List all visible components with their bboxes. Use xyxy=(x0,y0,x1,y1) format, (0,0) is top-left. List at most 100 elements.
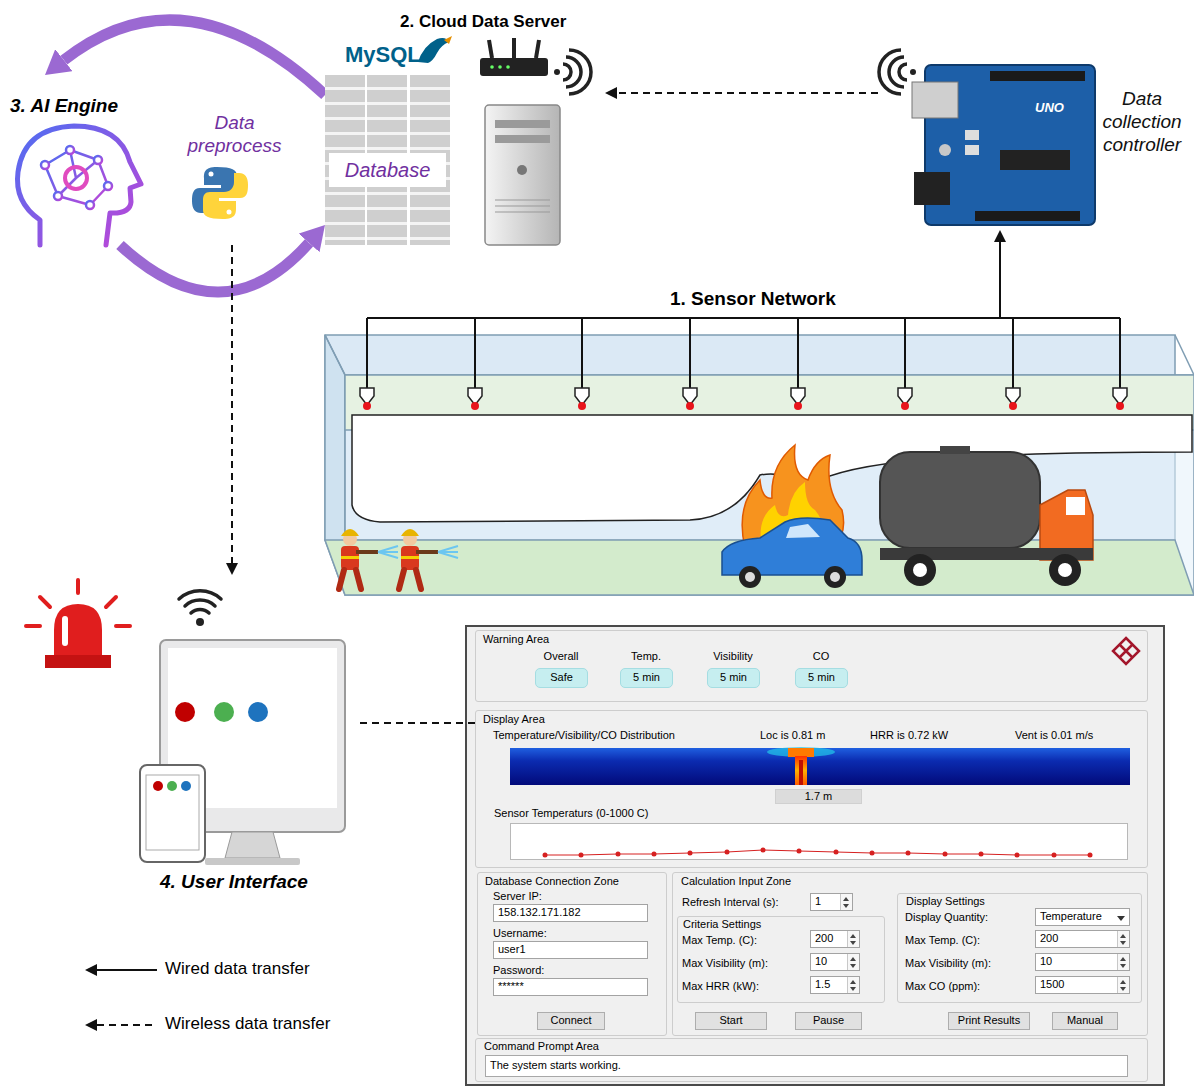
arduino-board xyxy=(975,211,1080,221)
spin-up xyxy=(850,980,856,984)
sensor-wiring xyxy=(689,318,691,388)
python-logo xyxy=(209,172,214,177)
sensor-wiring xyxy=(366,318,368,388)
data-link xyxy=(617,92,878,94)
spin-up xyxy=(1120,980,1126,984)
push-button: Manual xyxy=(1052,1012,1118,1030)
field-label: Max CO (ppm): xyxy=(905,980,980,993)
text-holder: Print Results xyxy=(949,1013,1029,1029)
text-holder: Temperature xyxy=(1036,909,1117,925)
arduino-board xyxy=(1000,150,1070,170)
server-tower xyxy=(495,200,550,201)
tanker-truck xyxy=(913,563,927,577)
distribution-map xyxy=(510,748,1130,785)
server-tower xyxy=(495,120,550,128)
arduino-board xyxy=(965,145,979,155)
field-label: Max HRR (kW): xyxy=(682,980,759,993)
panel-heading: Display Area xyxy=(483,713,545,726)
field-value: ****** xyxy=(498,980,524,993)
arduino-board xyxy=(939,144,951,156)
field-label: Server IP: xyxy=(493,890,542,903)
user-interface: 4. User Interface xyxy=(20,575,360,900)
field-value: 200 xyxy=(815,932,833,945)
ai-head-icon xyxy=(66,146,74,154)
push-button: Connect xyxy=(537,1012,605,1030)
text-holder: 5 min xyxy=(621,669,672,687)
button-text: Print Results xyxy=(958,1014,1020,1027)
phone xyxy=(153,781,163,791)
python-logo xyxy=(192,167,248,219)
readout-text: Loc is 0.81 m xyxy=(760,729,825,742)
firefighter xyxy=(356,550,378,554)
firefighter xyxy=(399,529,458,589)
car xyxy=(739,566,761,588)
firefighter xyxy=(339,570,361,589)
readout-text: HRR is 0.72 kW xyxy=(870,729,948,742)
text-holder: 1 xyxy=(811,894,840,910)
firefighter xyxy=(339,529,398,589)
sensor-wiring xyxy=(1012,318,1014,388)
spin-arrows xyxy=(1117,954,1129,970)
ai-head-icon xyxy=(94,156,102,164)
tunnel xyxy=(325,335,1194,595)
dropdown: Temperature xyxy=(1035,908,1130,926)
text-holder: Manual xyxy=(1053,1013,1117,1029)
sensor-dot xyxy=(1116,402,1124,410)
sensor-chart xyxy=(688,851,693,856)
push-button: Start xyxy=(695,1012,767,1030)
sensor-chart xyxy=(725,850,730,855)
field-value: 1500 xyxy=(1040,978,1064,991)
push-button: Print Results xyxy=(948,1012,1030,1030)
sensor-dot xyxy=(363,402,1124,410)
distribution-map xyxy=(788,748,814,757)
spin-up xyxy=(1120,934,1126,938)
sensor-dot xyxy=(471,402,479,410)
phone xyxy=(181,781,191,791)
distribution-map xyxy=(510,747,1130,785)
spin-up xyxy=(850,934,856,938)
wireless-symbol xyxy=(569,50,591,94)
tanker-truck xyxy=(880,446,1093,586)
status-pill: Safe xyxy=(535,668,588,688)
wireless-symbol xyxy=(899,64,907,80)
component-caption: Data collection controller xyxy=(1098,88,1186,156)
cycle-arrow xyxy=(64,20,325,95)
sensor-chart xyxy=(943,852,948,857)
firefighter xyxy=(438,546,458,558)
monitor xyxy=(205,858,300,865)
firefighter xyxy=(401,529,419,536)
sensor-dot xyxy=(578,402,586,410)
pill-text: Safe xyxy=(550,671,573,684)
text-holder: 1500 xyxy=(1036,977,1117,993)
button-text: Manual xyxy=(1067,1014,1103,1027)
mysql-dolphin xyxy=(418,36,452,63)
python-logo xyxy=(227,210,232,215)
component-title: 3. AI Engine xyxy=(10,95,118,118)
sensor-wiring xyxy=(367,317,1120,319)
server-tower xyxy=(495,212,550,213)
wireless-symbol xyxy=(563,64,571,80)
database-table: Database xyxy=(325,75,450,245)
sensor-dot xyxy=(363,402,371,410)
wireless-symbol xyxy=(879,50,916,94)
sensor-wiring xyxy=(999,288,1001,318)
tanker-truck xyxy=(880,452,1040,548)
input-field: 158.132.171.182 xyxy=(493,904,648,922)
spin-up xyxy=(850,957,856,961)
server-tower xyxy=(495,135,550,143)
text-box: The system starts working. xyxy=(485,1055,1128,1077)
sensor-wiring xyxy=(904,318,906,388)
warning-panel: Warning AreaSafe5 min5 min5 min xyxy=(475,630,1148,702)
spin-down xyxy=(850,987,856,991)
car xyxy=(830,572,840,582)
tanker-truck xyxy=(1066,497,1085,515)
firefighter xyxy=(401,556,419,559)
field-value: 200 xyxy=(1040,932,1058,945)
field-label: Username: xyxy=(493,927,547,940)
ai-head-icon xyxy=(45,150,108,205)
ai-head-icon xyxy=(86,201,94,209)
text-holder: user1 xyxy=(494,942,647,958)
university-logo xyxy=(1113,638,1139,664)
field-label: Max Temp. (C): xyxy=(905,934,980,947)
alarm-siren xyxy=(62,616,68,646)
